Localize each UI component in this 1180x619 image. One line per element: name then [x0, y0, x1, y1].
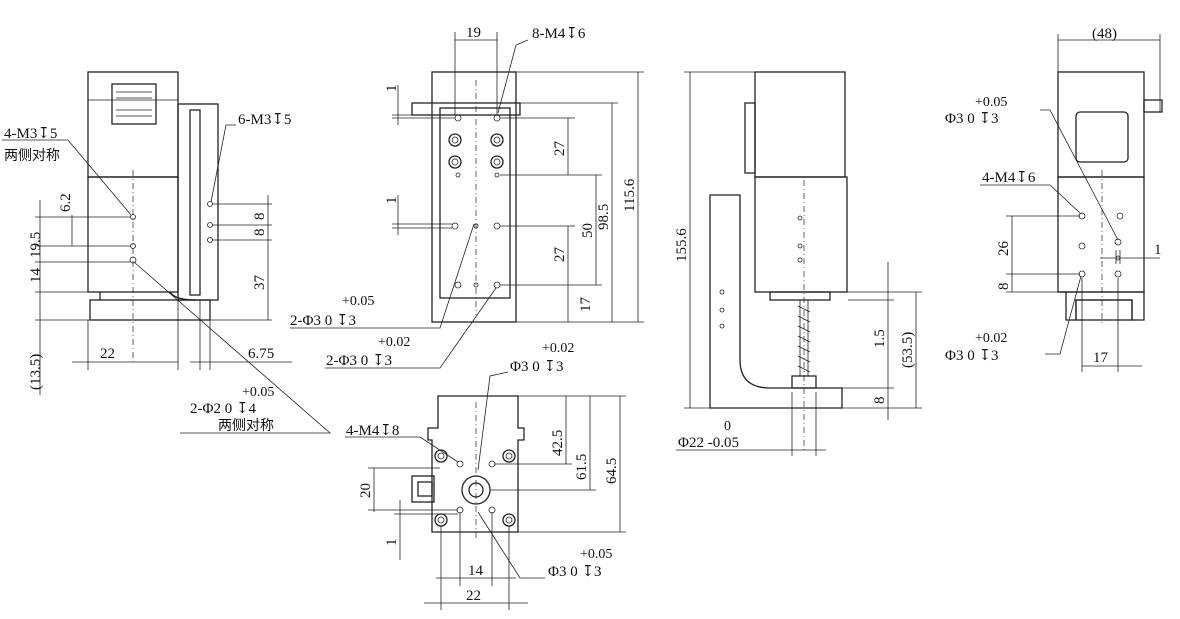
front-pin-tol: +0.05	[242, 385, 274, 400]
end-pin-note: Φ3 0 ↧3	[945, 111, 999, 127]
top-dim-50: 50	[580, 223, 596, 238]
bottom-dim-42-5: 42.5	[550, 430, 566, 456]
bottom-hole-tol: +0.02	[542, 341, 574, 356]
end-dim-48: (48)	[1092, 26, 1117, 42]
top-dim-98-5: 98.5	[596, 204, 612, 230]
top-pin1-note: 2-Φ3 0 ↧3	[290, 313, 356, 329]
bottom-dim-64-5: 64.5	[604, 458, 620, 484]
top-pin2-tol: +0.02	[378, 335, 410, 350]
base-plate	[89, 299, 211, 321]
front-pin-sym: 两侧对称	[218, 418, 274, 434]
bottom-dim-61-5: 61.5	[574, 454, 590, 480]
front-dim-14: 14	[28, 268, 44, 284]
bottom-dim-20: 20	[358, 483, 374, 498]
top-dim-19: 19	[466, 25, 481, 41]
end-dim-8: 8	[996, 283, 1012, 291]
end-dim-26: 26	[996, 241, 1012, 257]
top-pin2-note: 2-Φ3 0 ↧3	[326, 353, 392, 369]
top-pin1-tol: +0.05	[342, 294, 374, 309]
motor-connector	[111, 83, 157, 125]
bottom-view: +0.02 Φ3 0 ↧3 4-M4↧8 42.5 61.5 64.5 20 1…	[345, 341, 626, 610]
end-dim-17: 17	[1093, 350, 1109, 366]
front-note-sym: 两侧对称	[4, 148, 60, 164]
front-dim-8b: 8	[252, 229, 268, 237]
top-view: 19 8-M4↧6 1 1 27 27 50 98.5 115.6 17 +0.…	[290, 25, 644, 369]
top-dim-27b: 27	[552, 247, 568, 263]
bottom-hole-note: Φ3 0 ↧3	[510, 359, 564, 375]
front-dim-22: 22	[100, 346, 115, 362]
front-dim-13-5: (13.5)	[28, 354, 44, 390]
side-bracket	[709, 194, 843, 409]
end-pin2-tol: +0.02	[975, 331, 1007, 346]
side-dim-155-6: 155.6	[674, 228, 690, 262]
top-dim-17: 17	[578, 297, 594, 313]
side-dim-1-5: 1.5	[872, 329, 888, 348]
side-dim-8: 8	[872, 397, 888, 405]
front-dim-6-2: 6.2	[58, 193, 74, 212]
side-slide-body	[754, 176, 848, 293]
top-note-8m4: 8-M4↧6	[532, 26, 586, 42]
side-motor	[754, 71, 846, 178]
end-body	[1057, 176, 1145, 293]
top-outline	[431, 71, 517, 323]
front-note-holes: 4-M3↧5	[4, 126, 57, 142]
front-note-side: 6-M3↧5	[238, 112, 291, 128]
side-shaft-note: Φ22 -0.05	[678, 435, 739, 451]
top-dim-1b: 1	[384, 197, 400, 205]
side-view: 155.6 1.5 (53.5) 8 0 Φ22 -0.05	[674, 71, 922, 456]
front-dim-37: 37	[252, 275, 268, 291]
top-dim-1a: 1	[384, 85, 400, 93]
end-pin2-note: Φ3 0 ↧3	[945, 348, 999, 364]
top-dim-115-6: 115.6	[622, 178, 638, 212]
end-note-4m4: 4-M4↧6	[982, 170, 1036, 186]
front-dim-8a: 8	[252, 213, 268, 221]
bottom-dim-22: 22	[466, 588, 481, 604]
front-pin-note: 2-Φ2 0 ↧4	[190, 401, 257, 417]
end-dim-1: 1	[1154, 242, 1162, 258]
front-view: 4-M3↧5 两侧对称 6-M3↧5 6.2 19.5 14 (13.5) 22…	[2, 71, 332, 434]
end-view: (48) +0.05 Φ3 0 ↧3 4-M4↧6 26 8 1 +0.02 Φ…	[945, 26, 1163, 372]
bottom-dim-14: 14	[468, 563, 484, 579]
end-motor	[1057, 71, 1145, 178]
front-dim-19-5: 19.5	[28, 232, 44, 258]
front-dim-6-75: 6.75	[248, 346, 274, 362]
side-shaft-tol: 0	[724, 419, 731, 434]
bottom-dim-1: 1	[384, 539, 400, 547]
side-dim-53-5: (53.5)	[900, 332, 916, 368]
bottom-note-4m4: 4-M4↧8	[346, 423, 399, 439]
bottom-pin-note: Φ3 0 ↧3	[548, 564, 602, 580]
end-pin-tol: +0.05	[975, 95, 1007, 110]
bottom-pin-tol: +0.05	[580, 547, 612, 562]
top-dim-27a: 27	[552, 141, 568, 157]
